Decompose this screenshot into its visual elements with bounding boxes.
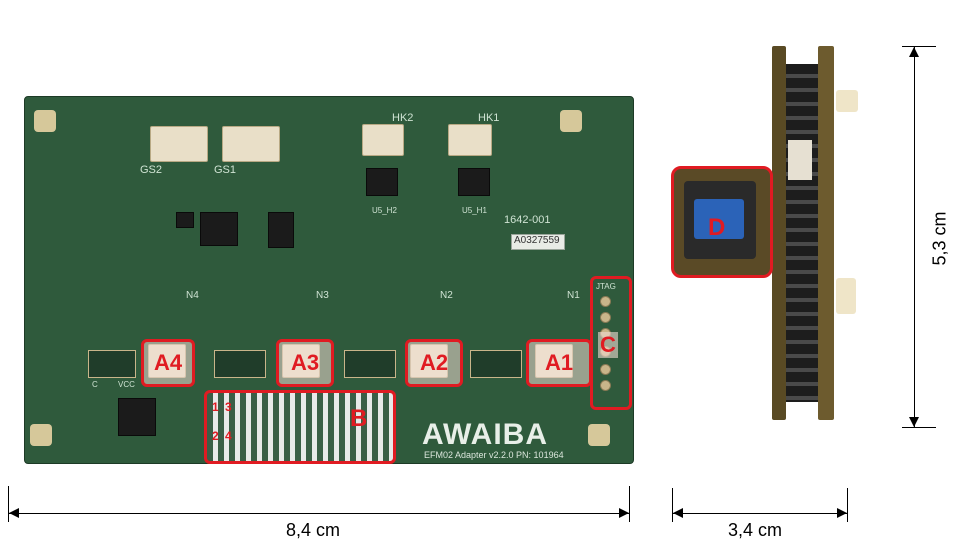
arrow-right-icon [837, 508, 847, 518]
side-white-block [836, 90, 858, 112]
side-board-back [818, 46, 834, 420]
brand-logo: AWAIBA [422, 418, 548, 451]
pin-number-2: 2 [212, 429, 219, 443]
mounting-hole [560, 110, 582, 132]
chip-bottom-left [118, 398, 156, 436]
mounting-hole [588, 424, 610, 446]
label-a4: A4 [141, 339, 195, 387]
jtag-pad [600, 296, 611, 307]
serial-sticker [511, 234, 565, 250]
label-b: B [350, 405, 368, 432]
vcc-label: VCC [118, 380, 135, 389]
mounting-hole [30, 424, 52, 446]
jtag-pad [600, 380, 611, 391]
gs1-label: GS1 [214, 164, 237, 176]
dim-width-tick-right [629, 486, 630, 522]
label-a1: A1 [526, 339, 592, 387]
pin-header-1 [88, 350, 136, 378]
serial-text: A0327559 [514, 235, 560, 246]
dim-height-text: 5,3 cm [929, 211, 950, 266]
connector-gs1 [222, 126, 280, 162]
n4-label: N4 [186, 290, 199, 301]
label-d: D [708, 214, 726, 241]
dim-depth-tick-left [672, 488, 673, 522]
batch-code: 1642-001 [504, 214, 551, 226]
pin-header-4 [470, 350, 522, 378]
chip-u5-h2 [366, 168, 398, 196]
arrow-down-icon [909, 417, 919, 427]
c-label: C [92, 380, 98, 389]
pin-number-1: 1 [212, 400, 219, 414]
dim-width-line [8, 513, 630, 514]
dim-depth-text: 3,4 cm [728, 520, 783, 540]
jtag-column-c [590, 276, 632, 410]
dim-height-tick-bottom [902, 427, 936, 428]
pin-header-3 [344, 350, 396, 378]
connector-hk1 [448, 124, 492, 156]
gs2-label: GS2 [140, 164, 163, 176]
n1-label: N1 [567, 290, 580, 301]
arrow-left-icon [9, 508, 19, 518]
dim-height-line [914, 46, 915, 428]
pin-array-b [204, 390, 396, 464]
side-white-block [836, 278, 856, 314]
arrow-left-icon [673, 508, 683, 518]
mounting-hole [34, 110, 56, 132]
jtag-pad [600, 364, 611, 375]
chip-main [200, 212, 238, 246]
callout-d-frame [671, 166, 773, 278]
jtag-label: JTAG [596, 282, 616, 291]
jtag-pad [600, 312, 611, 323]
label-c: C [598, 332, 618, 358]
arrow-up-icon [909, 47, 919, 57]
pin-number-4: 4 [225, 429, 232, 443]
dim-width-tick-left [8, 486, 9, 522]
n2-label: N2 [440, 290, 453, 301]
pin-header-2 [214, 350, 266, 378]
dim-depth-tick-right [847, 488, 848, 522]
connector-hk2 [362, 124, 404, 156]
side-white-block [788, 140, 812, 180]
dim-depth-line [672, 513, 848, 514]
side-board-front [772, 46, 786, 420]
dim-height-tick-top [902, 46, 936, 47]
connector-gs2 [150, 126, 208, 162]
u5-h2-label: U5_H2 [372, 206, 397, 215]
label-a3: A3 [276, 339, 334, 387]
usb-connector-insert [694, 199, 744, 239]
pin-number-3: 3 [225, 400, 232, 414]
hk1-label: HK1 [478, 112, 500, 124]
hk2-label: HK2 [392, 112, 414, 124]
chip-lt6333 [268, 212, 294, 248]
u5-h1-label: U5_H1 [462, 206, 487, 215]
side-connector-stack [786, 64, 818, 402]
label-a2: A2 [405, 339, 463, 387]
chip-u5-h1 [458, 168, 490, 196]
arrow-right-icon [619, 508, 629, 518]
n3-label: N3 [316, 290, 329, 301]
adapter-text: EFM02 Adapter v2.2.0 PN: 101964 [424, 450, 564, 460]
chip-small [176, 212, 194, 228]
dim-width-text: 8,4 cm [286, 520, 341, 540]
